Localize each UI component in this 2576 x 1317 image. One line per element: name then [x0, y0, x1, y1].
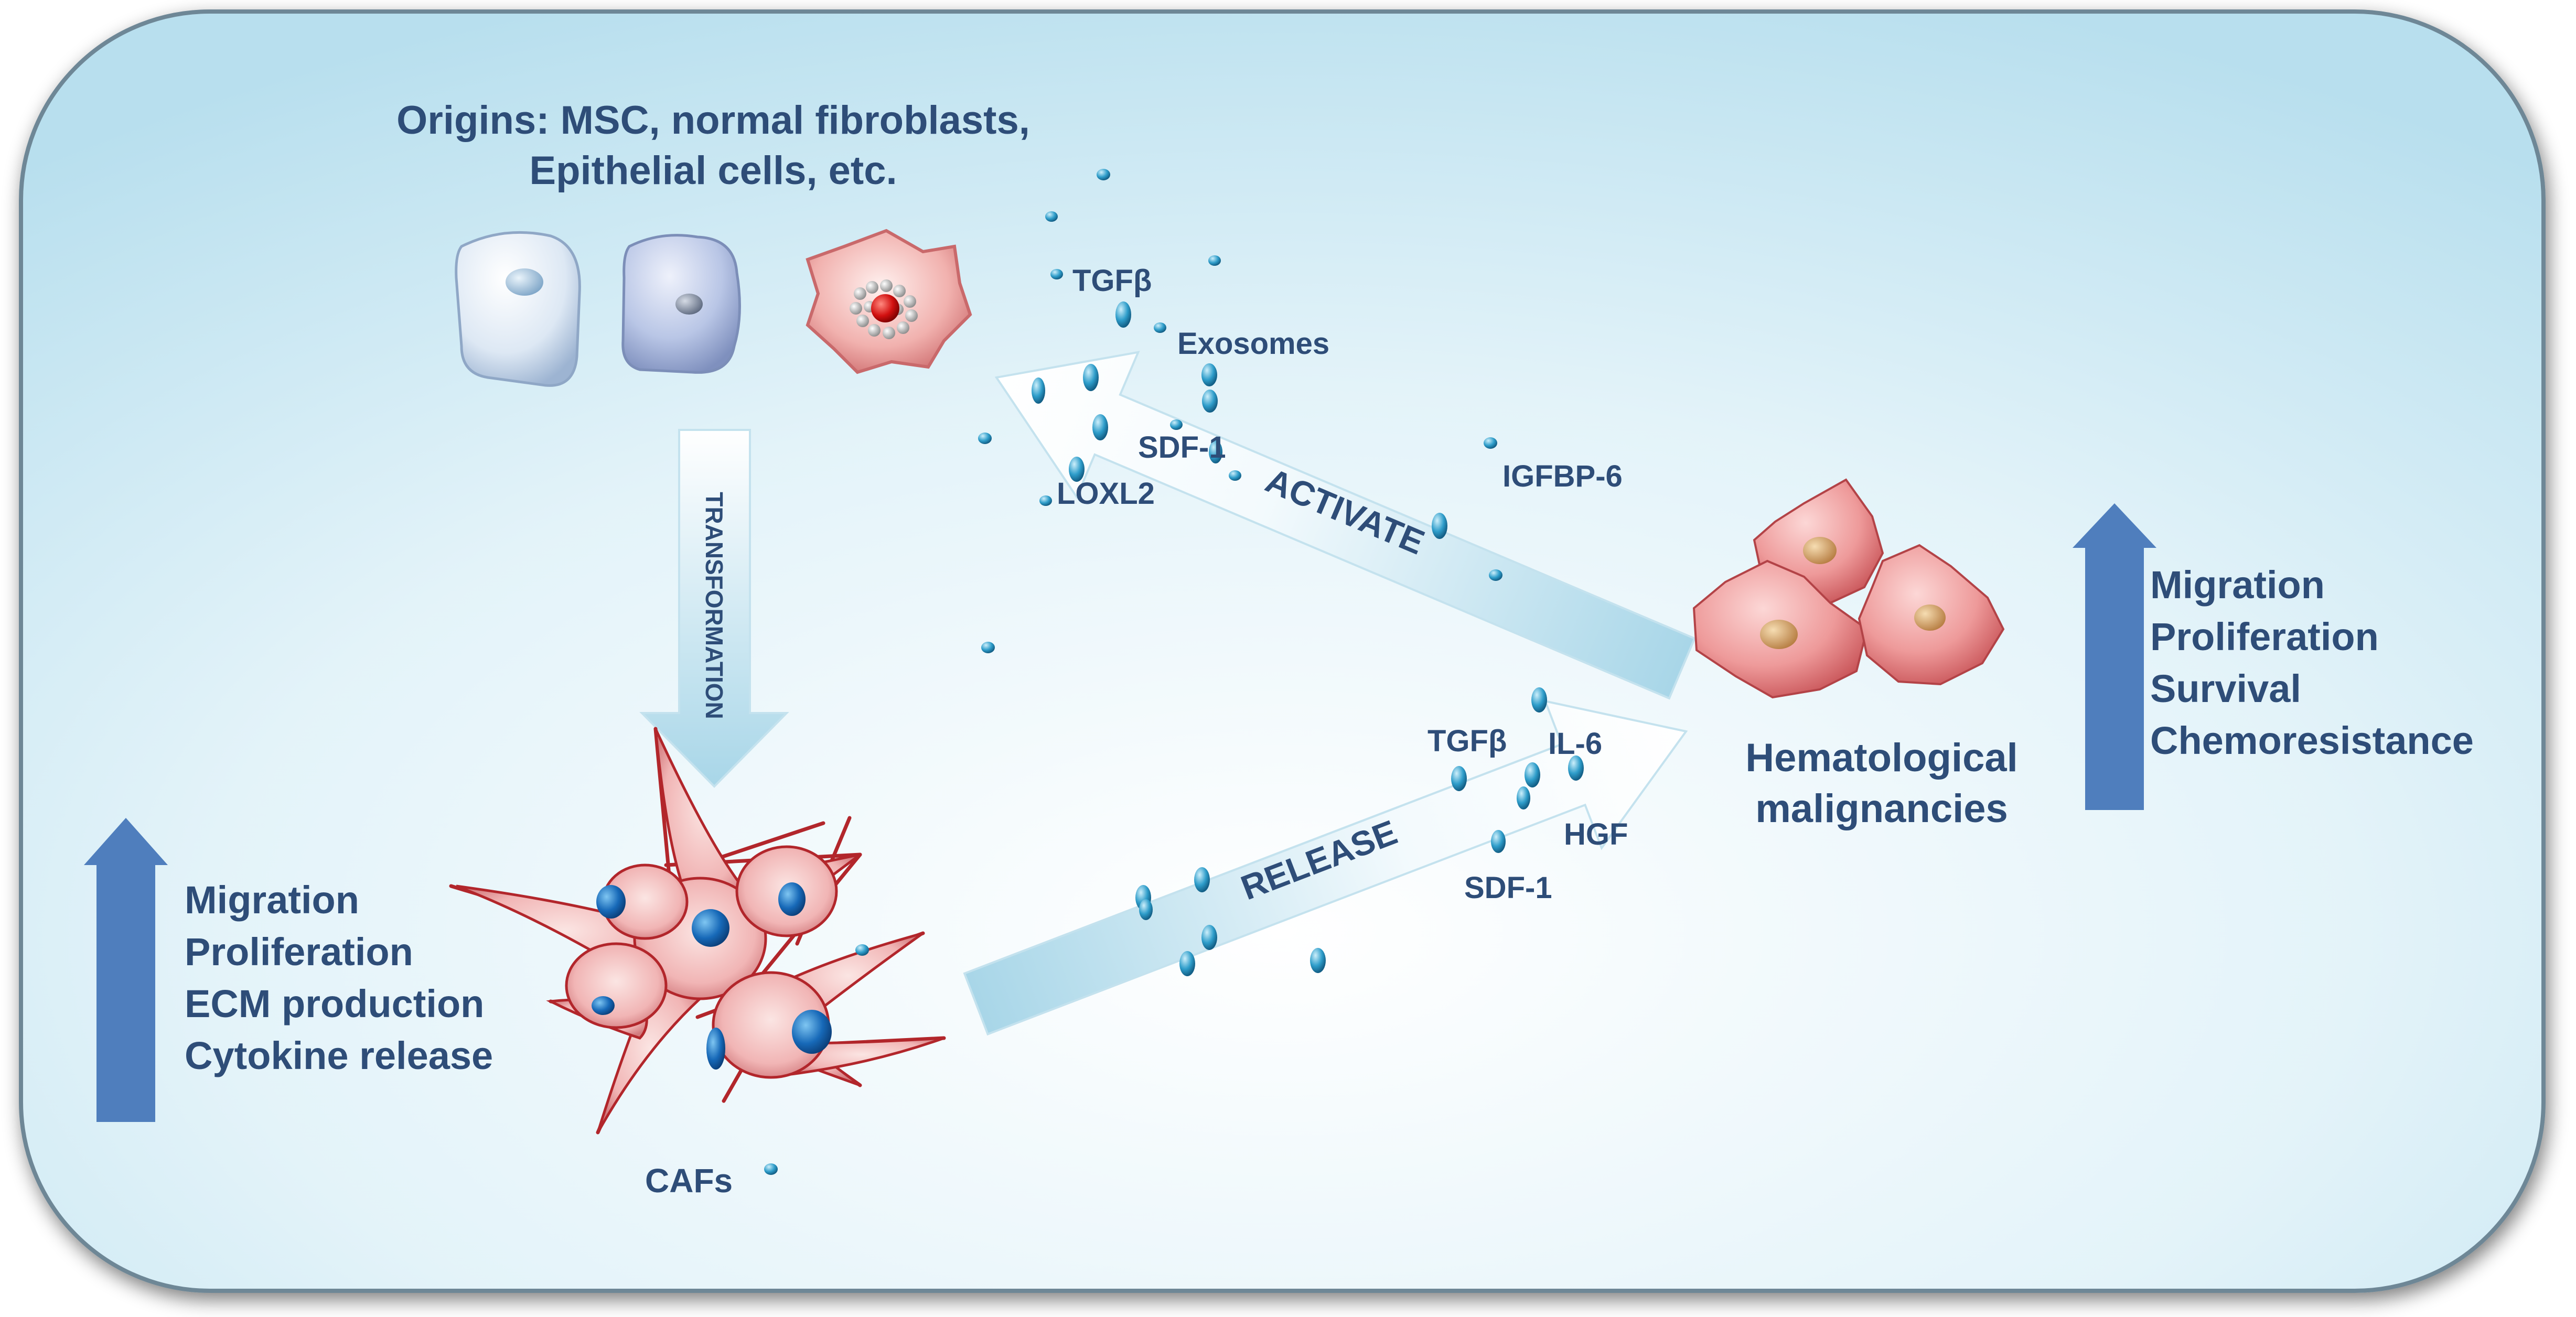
origins-title-line1: Origins: MSC, normal fibroblasts,: [396, 98, 1030, 143]
factor-label-tgfb-release: TGFβ: [1427, 724, 1507, 758]
secreted-factors-icon: [764, 169, 1584, 1175]
factor-label-hgf: HGF: [1564, 817, 1628, 851]
malignancy-label-line1: Hematological: [1745, 736, 2018, 780]
cafs-label: CAFs: [645, 1162, 733, 1200]
caf-effects-list: Migration Proliferation ECM production C…: [185, 874, 493, 1082]
factor-label-igfbp6: IGFBP-6: [1502, 459, 1623, 493]
caf-up-arrow-icon: [84, 818, 168, 1122]
factor-label-tgfb-activate: TGFβ: [1072, 264, 1152, 298]
origin-cell-pale-icon: [455, 231, 581, 387]
transformation-label: TRANSFORMATION: [701, 492, 728, 719]
origins-title: Origins: MSC, normal fibroblasts, Epithe…: [294, 95, 1133, 196]
origin-cell-epithelial-icon: [806, 229, 972, 374]
release-arrow: [963, 699, 1688, 1036]
origins-title-line2: Epithelial cells, etc.: [529, 148, 897, 193]
caf-cluster-icon: [449, 727, 946, 1135]
tumor-cell-icon: [1858, 544, 2005, 686]
factor-label-il6: IL-6: [1548, 727, 1603, 761]
malignancy-label-line2: malignancies: [1755, 786, 2008, 831]
factor-label-exosomes: Exosomes: [1177, 327, 1330, 361]
factor-label-sdf1-release: SDF-1: [1464, 871, 1552, 905]
granule-cluster: [850, 279, 918, 339]
activate-arrow: [994, 351, 1696, 700]
malignancy-label: Hematological malignancies: [1714, 732, 2049, 834]
malignancy-effect-item: Chemoresistance: [2150, 719, 2474, 762]
malignancy-effect-item: Survival: [2150, 667, 2301, 710]
transformation-arrow: [639, 429, 789, 788]
malignancy-effects-list: Migration Proliferation Survival Chemore…: [2150, 559, 2474, 767]
malignancy-up-arrow-icon: [2073, 503, 2156, 810]
caf-effect-item: Proliferation: [185, 930, 413, 974]
tumor-cell-icon: [1692, 559, 1869, 699]
caf-effect-item: Migration: [185, 878, 359, 922]
factor-label-sdf1-activate: SDF-1: [1138, 430, 1226, 465]
malignancy-effect-item: Proliferation: [2150, 615, 2379, 658]
caf-effect-item: Cytokine release: [185, 1034, 493, 1077]
caf-effect-item: ECM production: [185, 982, 485, 1025]
malignancy-effect-item: Migration: [2150, 563, 2325, 607]
factor-label-loxl2: LOXL2: [1057, 477, 1155, 511]
origin-cell-lavender-icon: [621, 234, 741, 374]
